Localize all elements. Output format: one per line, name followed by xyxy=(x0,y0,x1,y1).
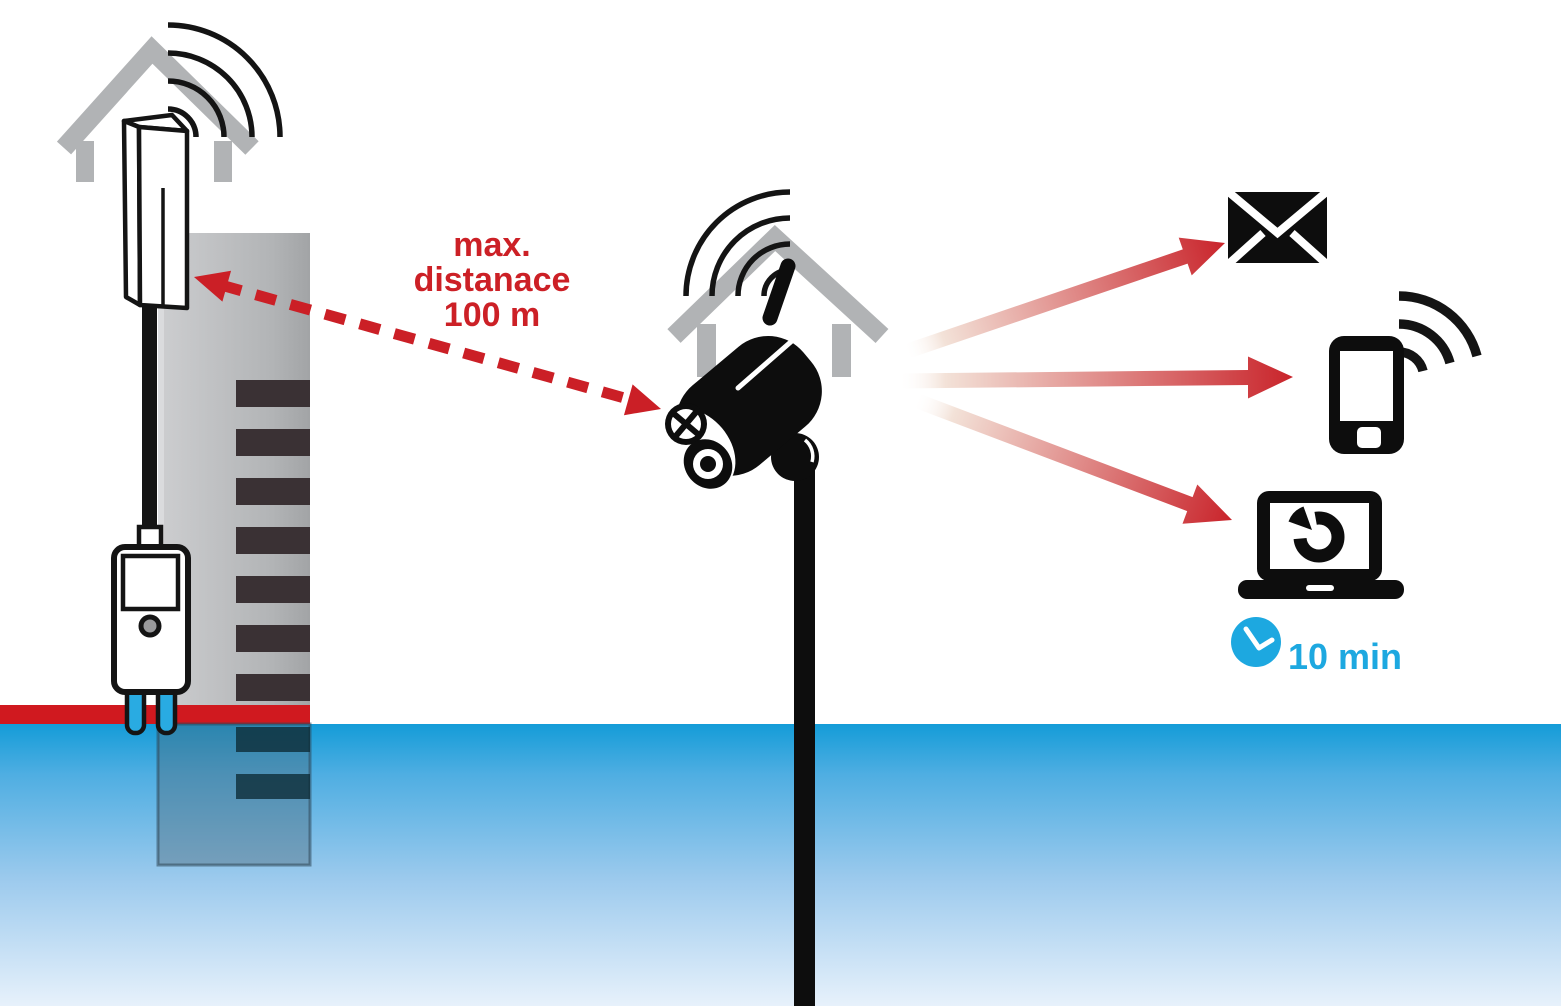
broadcast-arrow-email xyxy=(902,237,1225,360)
probe-window xyxy=(120,553,181,612)
arrowhead xyxy=(194,270,232,302)
camera-pole xyxy=(794,462,815,1006)
ir-cluster xyxy=(665,403,707,445)
house-wall xyxy=(832,324,851,377)
clock-icon xyxy=(1231,617,1281,667)
refresh-chart-glyph xyxy=(1288,506,1345,563)
smartphone-icon xyxy=(1329,291,1482,454)
gauge-highlight xyxy=(158,233,164,724)
arrowhead xyxy=(623,384,661,416)
water-level-probe-icon xyxy=(111,524,191,736)
camera-radio-waves-icon xyxy=(683,189,791,297)
submerged-gauge xyxy=(156,722,312,867)
antenna-box-icon xyxy=(121,112,190,311)
phone-waves-icon xyxy=(1398,291,1482,373)
interval-label: 10 min xyxy=(1288,636,1402,677)
radio-waves-icon xyxy=(167,22,283,138)
wireless-camera-icon xyxy=(656,258,822,1006)
distance-label-line2: distanace xyxy=(414,261,571,299)
camera-wifi-house-icon xyxy=(667,224,889,377)
distance-label-line1: max. xyxy=(453,226,531,264)
dashed-distance-arrow xyxy=(194,270,661,416)
camera-antenna xyxy=(762,258,796,326)
body-highlight xyxy=(735,330,804,391)
probe-led xyxy=(138,614,162,638)
email-icon xyxy=(1228,192,1327,263)
gauge-stripes xyxy=(236,380,310,701)
mount-highlight xyxy=(803,438,815,463)
house-wall xyxy=(697,324,716,377)
laptop-icon xyxy=(1238,491,1404,599)
house-wall xyxy=(76,141,94,182)
sensor-cable xyxy=(142,300,157,530)
distance-label: max. distanace 100 m xyxy=(414,226,571,334)
broadcast-arrow-laptop xyxy=(912,393,1232,524)
house-roof xyxy=(667,224,889,344)
distance-label-line3: 100 m xyxy=(444,296,540,334)
waterline-marker xyxy=(0,705,310,725)
broadcast-arrow-phone xyxy=(898,356,1293,399)
camera-lens xyxy=(683,439,733,489)
house-wall xyxy=(214,141,232,182)
broadcast-arrows xyxy=(898,237,1293,524)
